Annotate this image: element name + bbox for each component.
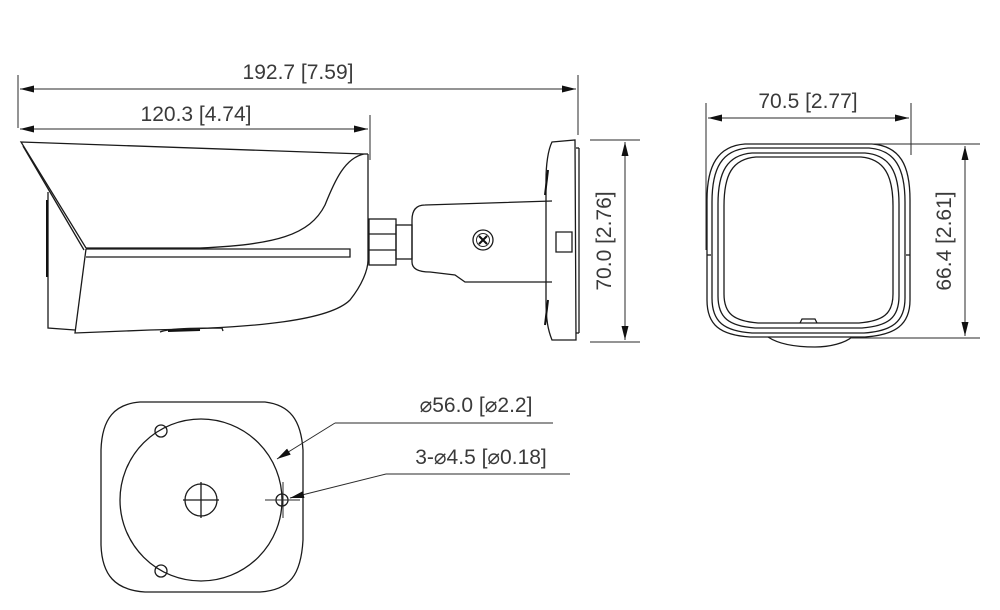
camera-body-side: [19, 141, 369, 334]
dimension-overall-length: 192.7 [7.59]: [17, 61, 579, 135]
leader-mount-holes: 3-⌀4.5 [⌀0.18]: [289, 446, 570, 499]
mount-height-label: 70.0 [2.76]: [593, 191, 616, 290]
side-view: 192.7 [7.59] 120.3 [4.74]: [17, 61, 640, 343]
mount-hole-1: [154, 424, 168, 438]
dimension-body-length: 120.3 [4.74]: [20, 103, 371, 160]
mount-holes-label: 3-⌀4.5 [⌀0.18]: [415, 446, 547, 469]
base-view: ⌀56.0 [⌀2.2] 3-⌀4.5 [⌀0.18]: [100, 394, 570, 593]
mount-bracket: [411, 200, 553, 283]
dimension-mount-height: 70.0 [2.76]: [590, 139, 640, 343]
connector-nut: [368, 218, 413, 266]
camera-front-outline: [706, 143, 911, 348]
wall-plate: [544, 139, 580, 341]
front-width-label: 70.5 [2.77]: [758, 90, 857, 113]
base-plate-outline: [100, 401, 304, 593]
front-view: 70.5 [2.77] 66.4 [2.61]: [705, 90, 980, 348]
front-height-label: 66.4 [2.61]: [933, 191, 956, 290]
mount-hole-2: [154, 564, 168, 578]
overall-length-label: 192.7 [7.59]: [243, 61, 354, 84]
body-length-label: 120.3 [4.74]: [141, 103, 252, 126]
bolt-circle-label: ⌀56.0 [⌀2.2]: [420, 394, 533, 417]
screw-icon: [472, 229, 494, 251]
dimension-front-height: 66.4 [2.61]: [850, 143, 980, 339]
dimension-front-width: 70.5 [2.77]: [705, 90, 912, 250]
leader-bolt-circle: ⌀56.0 [⌀2.2]: [276, 394, 553, 460]
